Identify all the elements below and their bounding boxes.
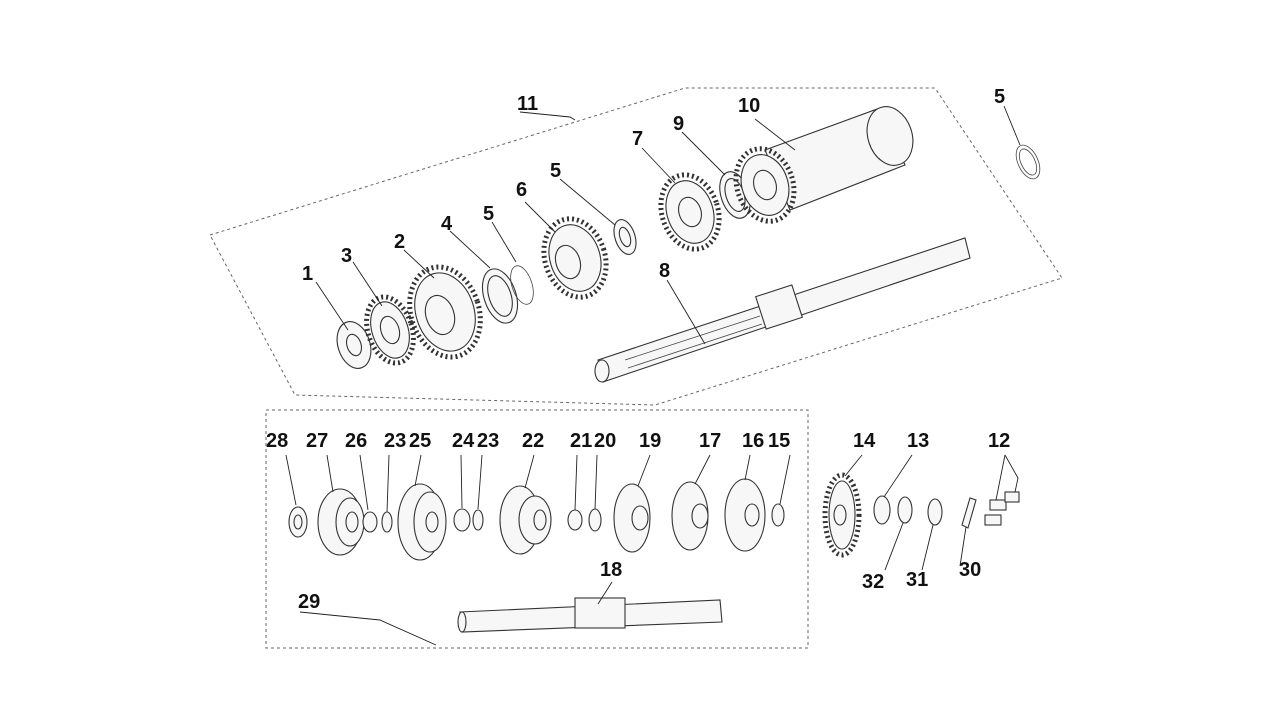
callout-12: 12: [988, 430, 1010, 452]
callout-24: 24: [452, 430, 475, 452]
part-27-bearing: [317, 488, 365, 556]
part-30-lever: [961, 497, 977, 529]
countershaft-assembly-box: [265, 409, 809, 649]
callout-7: 7: [632, 128, 643, 150]
callout-32: 32: [862, 571, 884, 593]
part-15-washer: [771, 503, 785, 527]
callout-13: 13: [907, 430, 929, 452]
callout-16: 16: [742, 430, 764, 452]
callout-26: 26: [345, 430, 367, 452]
part-5-washer-b: [613, 219, 637, 255]
part-19-gear: [613, 483, 651, 553]
part-13-plate: [873, 495, 891, 525]
leader-lines: [285, 105, 1021, 646]
part-8-shaft: [594, 237, 971, 383]
part-24-bushing: [453, 508, 471, 532]
callout-31: 31: [906, 569, 928, 591]
callout-20: 20: [594, 430, 616, 452]
callout-2: 2: [394, 231, 405, 253]
part-10-gear-sleeve: [733, 106, 914, 224]
part-18-shaft: [457, 597, 723, 633]
callout-23-b: 23: [477, 430, 499, 452]
callout-15: 15: [768, 430, 790, 452]
part-20-washer: [588, 508, 602, 532]
part-21-collar: [567, 509, 583, 531]
callout-14: 14: [853, 430, 876, 452]
part-16-gear: [724, 478, 766, 552]
callout-21: 21: [570, 430, 592, 452]
callout-17: 17: [699, 430, 721, 452]
part-5-circlip-c: [1015, 144, 1041, 180]
callout-29: 29: [298, 591, 320, 613]
part-5-circlip-a: [510, 265, 534, 305]
part-14-sprocket: [822, 472, 862, 558]
part-1-washer: [336, 321, 372, 369]
callout-28: 28: [266, 430, 288, 452]
part-4-ring: [481, 268, 519, 324]
part-23-washer-b: [472, 509, 484, 531]
part-2-gear: [407, 264, 483, 360]
callout-18: 18: [600, 559, 622, 581]
part-26-collar: [362, 511, 378, 533]
callout-23-a: 23: [384, 430, 406, 452]
part-12-bolts: [984, 491, 1020, 526]
part-22-gear: [499, 485, 552, 555]
callout-5-a: 5: [483, 203, 494, 225]
callout-30: 30: [959, 559, 981, 581]
callout-5-c: 5: [994, 86, 1005, 108]
callout-27: 27: [306, 430, 328, 452]
callout-19: 19: [639, 430, 661, 452]
part-31-plate: [927, 498, 943, 526]
part-7-gear: [658, 172, 722, 252]
part-28-washer: [288, 506, 308, 538]
callout-6: 6: [516, 179, 527, 201]
part-32-plate: [897, 496, 913, 524]
callout-5-b: 5: [550, 160, 561, 182]
callout-11: 11: [517, 93, 538, 115]
part-17-gear: [671, 481, 709, 551]
callout-25: 25: [409, 430, 431, 452]
callout-4: 4: [441, 213, 453, 235]
part-25-gear: [397, 483, 447, 561]
callout-3: 3: [341, 245, 352, 267]
part-6-gear: [541, 216, 609, 300]
callout-9: 9: [673, 113, 684, 135]
callout-1: 1: [302, 263, 313, 285]
callout-22: 22: [522, 430, 544, 452]
callout-10: 10: [738, 95, 760, 117]
part-23-washer-a: [381, 511, 393, 533]
callout-8: 8: [659, 260, 670, 282]
